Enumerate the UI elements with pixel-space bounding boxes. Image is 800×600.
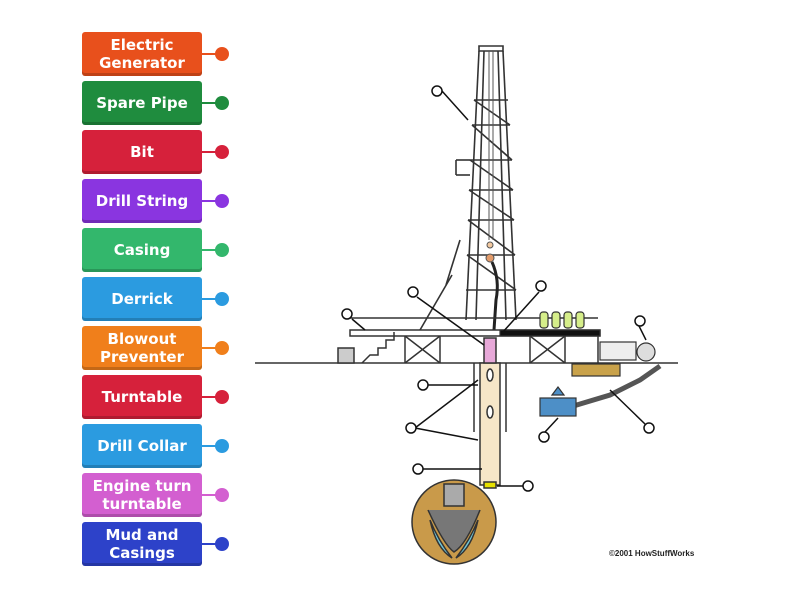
drag-handle-dot[interactable] bbox=[215, 439, 229, 453]
label-box[interactable]: Casing bbox=[82, 228, 202, 272]
connector-line bbox=[202, 151, 216, 153]
drag-handle-dot[interactable] bbox=[215, 390, 229, 404]
hotspot-generator[interactable] bbox=[341, 308, 353, 320]
derrick-tower bbox=[419, 45, 517, 331]
spare-pipe-rack bbox=[499, 311, 601, 337]
label-box[interactable]: Derrick bbox=[82, 277, 202, 321]
label-text: Derrick bbox=[111, 290, 173, 308]
label-text: Drill String bbox=[95, 192, 189, 210]
drag-handle-dot[interactable] bbox=[215, 243, 229, 257]
drag-handle-dot[interactable] bbox=[215, 47, 229, 61]
label-blowout-preventer[interactable]: Blowout Preventer bbox=[82, 326, 242, 370]
label-drill-collar[interactable]: Drill Collar bbox=[82, 424, 242, 468]
drag-handle-dot[interactable] bbox=[215, 537, 229, 551]
drag-handle-dot[interactable] bbox=[215, 292, 229, 306]
label-box[interactable]: Drill String bbox=[82, 179, 202, 223]
connector-line bbox=[202, 445, 216, 447]
connector-line bbox=[202, 494, 216, 496]
label-box[interactable]: Mud and Casings bbox=[82, 522, 202, 566]
connector-line bbox=[202, 347, 216, 349]
label-text: Casing bbox=[113, 241, 171, 259]
label-engine-turn-turntable[interactable]: Engine turn turntable bbox=[82, 473, 242, 517]
connector-line bbox=[202, 543, 216, 545]
label-text: Blowout Preventer bbox=[100, 330, 184, 366]
drag-handle-dot[interactable] bbox=[215, 194, 229, 208]
label-turntable[interactable]: Turntable bbox=[82, 375, 242, 419]
label-text: Bit bbox=[130, 143, 154, 161]
hotspot-spare-pipe[interactable] bbox=[535, 280, 547, 292]
hotspot-turntable[interactable] bbox=[407, 286, 419, 298]
mud-system bbox=[539, 341, 662, 417]
connector-line bbox=[202, 200, 216, 202]
label-bit[interactable]: Bit bbox=[82, 130, 242, 174]
label-mud-and-casings[interactable]: Mud and Casings bbox=[82, 522, 242, 566]
label-text: Mud and Casings bbox=[105, 526, 179, 562]
hoist-line bbox=[485, 51, 499, 331]
connector-line bbox=[202, 298, 216, 300]
label-text: Spare Pipe bbox=[96, 94, 188, 112]
label-drill-string[interactable]: Drill String bbox=[82, 179, 242, 223]
label-text: Turntable bbox=[101, 388, 183, 406]
hotspot-derrick[interactable] bbox=[431, 85, 443, 97]
label-text: Engine turn turntable bbox=[92, 477, 192, 513]
hotspot-mud-line[interactable] bbox=[643, 422, 655, 434]
connector-line bbox=[202, 102, 216, 104]
drag-handle-dot[interactable] bbox=[215, 145, 229, 159]
drill-bit-closeup bbox=[411, 479, 497, 565]
copyright-notice: ©2001 HowStuffWorks bbox=[609, 549, 695, 558]
hotspot-blowout-preventer[interactable] bbox=[417, 379, 429, 391]
drag-handle-dot[interactable] bbox=[215, 96, 229, 110]
label-box[interactable]: Spare Pipe bbox=[82, 81, 202, 125]
connector-line bbox=[202, 53, 216, 55]
hotspot-engine[interactable] bbox=[634, 315, 646, 327]
label-box[interactable]: Drill Collar bbox=[82, 424, 202, 468]
label-derrick[interactable]: Derrick bbox=[82, 277, 242, 321]
drag-handle-dot[interactable] bbox=[215, 341, 229, 355]
hotspot-casing[interactable] bbox=[405, 422, 417, 434]
label-text: Drill Collar bbox=[97, 437, 187, 455]
label-spare-pipe[interactable]: Spare Pipe bbox=[82, 81, 242, 125]
rig-platform bbox=[337, 317, 601, 364]
well-bore bbox=[473, 337, 507, 489]
label-box[interactable]: Blowout Preventer bbox=[82, 326, 202, 370]
label-box[interactable]: Electric Generator bbox=[82, 32, 202, 76]
hotspot-mud-pump[interactable] bbox=[538, 431, 550, 443]
label-box[interactable]: Turntable bbox=[82, 375, 202, 419]
label-text: Electric Generator bbox=[99, 36, 185, 72]
drag-handle-dot[interactable] bbox=[215, 488, 229, 502]
hotspot-bit[interactable] bbox=[522, 480, 534, 492]
label-box[interactable]: Bit bbox=[82, 130, 202, 174]
hotspot-drill-collar[interactable] bbox=[412, 463, 424, 475]
label-casing[interactable]: Casing bbox=[82, 228, 242, 272]
connector-line bbox=[202, 396, 216, 398]
hotspot-markers bbox=[341, 85, 655, 492]
connector-line bbox=[202, 249, 216, 251]
label-electric-generator[interactable]: Electric Generator bbox=[82, 32, 242, 76]
label-box[interactable]: Engine turn turntable bbox=[82, 473, 202, 517]
